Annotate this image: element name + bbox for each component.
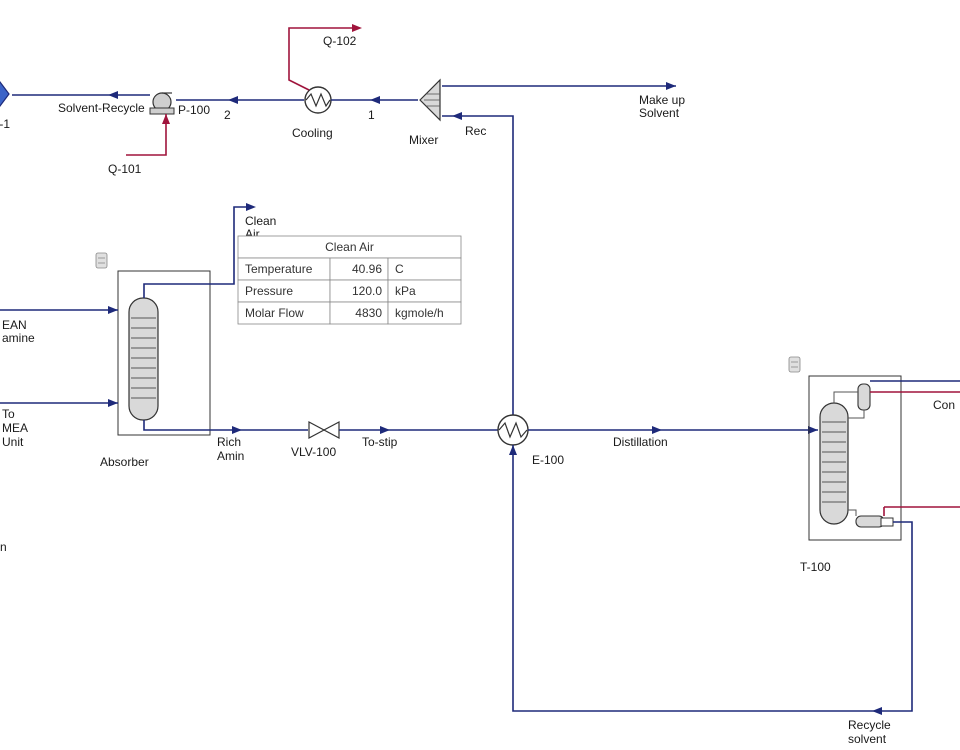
table-row-value: 4830: [355, 306, 382, 320]
table-row-property: Temperature: [245, 262, 313, 276]
to-mea-label-line3: Unit: [2, 435, 24, 449]
e100-exchanger-icon[interactable]: [497, 414, 529, 446]
q102-energy-stream[interactable]: [288, 27, 352, 91]
table-row-unit: kgmole/h: [395, 306, 444, 320]
rec-label: Rec: [465, 124, 486, 138]
clean-air-table: Clean Air Temperature 40.96 C Pressure 1…: [237, 235, 462, 325]
table-row-unit: kPa: [395, 284, 416, 298]
table-title: Clean Air: [325, 240, 374, 254]
q101-energy-stream[interactable]: [126, 114, 167, 156]
t100-column-icon[interactable]: [819, 402, 849, 525]
flue-gas-arrow-icon: [108, 399, 118, 407]
distillation-inlet-arrow-icon: [808, 426, 818, 434]
v1-label: V-1: [0, 117, 10, 131]
makeup-label-line1: Make up: [639, 93, 685, 107]
condenser-partial-label: Con: [933, 398, 955, 412]
cooling-label: Cooling: [292, 126, 333, 140]
v1-vessel-icon[interactable]: [0, 81, 10, 107]
table-row-property: Pressure: [245, 284, 293, 298]
q102-arrow-icon: [352, 24, 362, 32]
left-partial-label: n: [0, 540, 7, 554]
vlv100-label: VLV-100: [291, 445, 336, 459]
t100-reboiler-icon[interactable]: [848, 509, 894, 528]
rec-arrow-icon: [452, 112, 462, 120]
t100-badge-icon: [788, 356, 801, 373]
mixer-icon[interactable]: [419, 78, 441, 122]
absorber-label: Absorber: [100, 455, 149, 469]
recycle-solvent-stream[interactable]: [512, 445, 913, 712]
rich-amin-label-line1: Rich: [217, 435, 241, 449]
recycle-solvent-inlet-arrow-icon: [509, 445, 517, 455]
lean-amine-label-line2: amine: [2, 331, 35, 345]
rec-stream[interactable]: [442, 115, 514, 425]
stream-2-arrow-icon: [228, 96, 238, 104]
t100-condenser-icon[interactable]: [833, 383, 871, 419]
q101-arrow-icon: [162, 114, 170, 124]
solvent-recycle-arrow-icon: [108, 91, 118, 99]
t100-frame: [808, 375, 902, 541]
absorber-frame: [117, 270, 211, 436]
clean-air-label-line1: Clean: [245, 214, 276, 228]
t100-label: T-100: [800, 560, 831, 574]
to-stip-label: To-stip: [362, 435, 398, 449]
q102-label: Q-102: [323, 34, 357, 48]
to-stip-arrow-icon: [380, 426, 390, 434]
table-row-value: 120.0: [352, 284, 382, 298]
rich-amin-stream[interactable]: [143, 420, 308, 431]
stream-1-label: 1: [368, 108, 375, 122]
makeup-label-line2: Solvent: [639, 106, 680, 120]
q101-label: Q-101: [108, 162, 142, 176]
absorber-badge-icon: [95, 252, 108, 269]
recycle-solvent-arrow-icon: [872, 707, 882, 715]
lean-amine-label-line1: EAN: [2, 318, 27, 332]
solvent-recycle-label: Solvent-Recycle: [58, 101, 145, 115]
clean-air-stream[interactable]: [143, 206, 248, 298]
clean-air-arrow-icon: [246, 203, 256, 211]
to-mea-label-line2: MEA: [2, 421, 28, 435]
table-row-property: Molar Flow: [245, 306, 304, 320]
distillation-arrow-icon: [652, 426, 662, 434]
table-row-unit: C: [395, 262, 404, 276]
p100-label: P-100: [178, 103, 210, 117]
stream-1-arrow-icon: [370, 96, 380, 104]
cooling-exchanger-icon[interactable]: [304, 86, 332, 114]
p100-pump-icon[interactable]: [149, 92, 175, 115]
lean-amine-arrow-icon: [108, 306, 118, 314]
mixer-label: Mixer: [409, 133, 438, 147]
distillation-label: Distillation: [613, 435, 668, 449]
to-mea-label-line1: To: [2, 407, 15, 421]
vlv100-valve-icon[interactable]: [308, 421, 340, 439]
recycle-solvent-label-line2: solvent: [848, 732, 887, 746]
rich-amin-arrow-icon: [232, 426, 242, 434]
recycle-solvent-label-line1: Recycle: [848, 718, 891, 732]
makeup-arrow-icon: [666, 82, 676, 90]
rich-amin-label-line2: Amin: [217, 449, 244, 463]
e100-label: E-100: [532, 453, 564, 467]
stream-2-label: 2: [224, 108, 231, 122]
absorber-column-icon[interactable]: [128, 297, 159, 421]
table-row-value: 40.96: [352, 262, 382, 276]
